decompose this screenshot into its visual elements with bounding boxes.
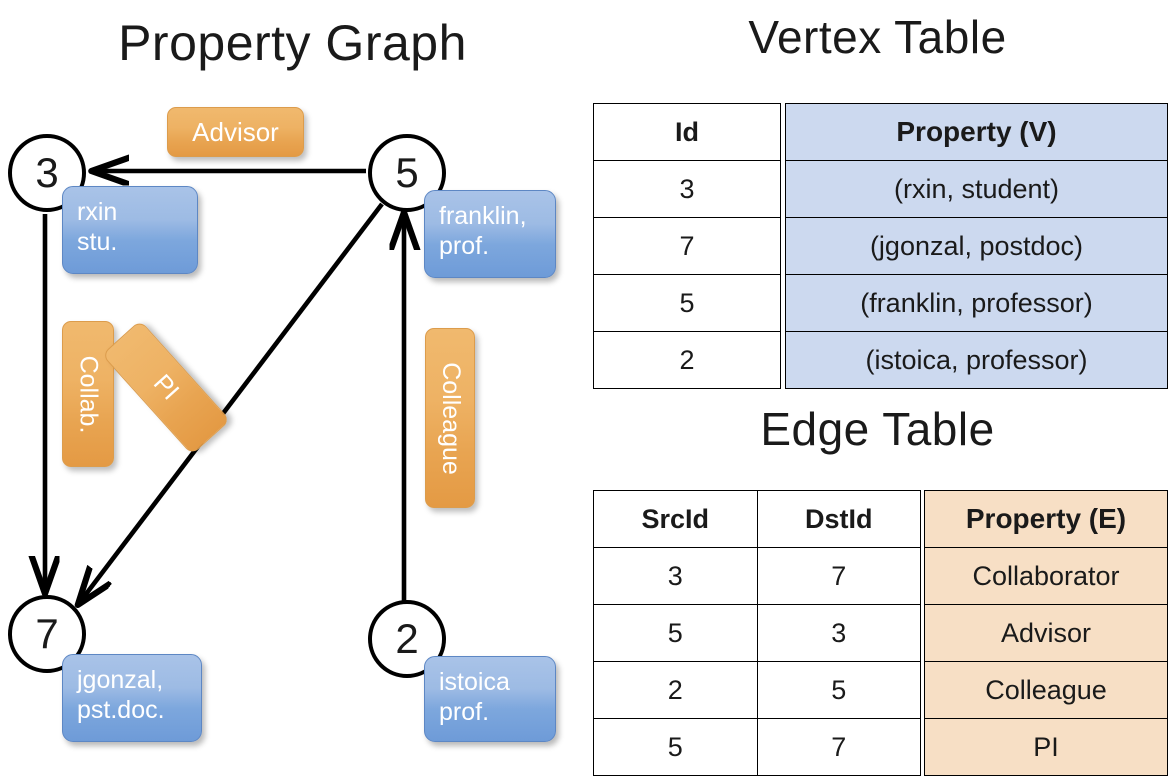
graph-node-5-label: 5 (395, 149, 419, 196)
edge-label-pi-text: PI (148, 369, 185, 406)
edge-cell-property: Colleague (924, 661, 1168, 719)
table-header-row: Id (593, 103, 781, 161)
table-row: (istoica, professor) (785, 331, 1168, 389)
table-row: (rxin, student) (785, 160, 1168, 218)
node-property-3-line2: stu. (77, 227, 118, 256)
table-row: 5 3 (593, 604, 921, 662)
node-property-box-3: rxin stu. (62, 186, 198, 274)
table-header-row: Property (E) (924, 490, 1168, 548)
vertex-cell-id: 3 (593, 160, 781, 218)
edge-table-header-dstid: DstId (756, 490, 921, 548)
node-property-5-line2: prof. (439, 231, 490, 260)
edge-cell-dstid: 3 (756, 604, 921, 662)
edge-cell-property: Collaborator (924, 547, 1168, 605)
table-row: 3 7 (593, 547, 921, 605)
edge-label-box-collab: Collab. (62, 321, 114, 467)
edge-label-collab-text: Collab. (74, 355, 103, 433)
edge-cell-srcid: 3 (593, 547, 758, 605)
property-graph-diagram: 3 5 7 2 rxin stu. franklin, prof. jgonza… (0, 0, 585, 760)
graph-node-3-label: 3 (35, 149, 59, 196)
edge-table-header-srcid: SrcId (593, 490, 758, 548)
edge-table-header-property: Property (E) (924, 490, 1168, 548)
table-row: (jgonzal, postdoc) (785, 217, 1168, 275)
table-row: 2 (593, 331, 781, 389)
vertex-cell-id: 5 (593, 274, 781, 332)
edge-label-box-colleague: Colleague (425, 328, 475, 508)
edge-label-advisor-text: Advisor (192, 116, 279, 147)
edge-cell-srcid: 5 (593, 718, 758, 776)
section-title-vertex-table: Vertex Table (748, 11, 1007, 63)
table-row: 5 (593, 274, 781, 332)
node-property-box-2: istoica prof. (424, 656, 556, 742)
vertex-cell-property: (rxin, student) (785, 160, 1168, 218)
edge-cell-dstid: 7 (756, 547, 921, 605)
vertex-cell-id: 2 (593, 331, 781, 389)
edge-cell-srcid: 2 (593, 661, 758, 719)
node-property-7-line1: jgonzal, (77, 666, 164, 694)
edge-label-box-advisor: Advisor (167, 107, 304, 157)
table-header-row: SrcId DstId (593, 490, 921, 548)
edge-cell-property: Advisor (924, 604, 1168, 662)
edge-arrow-5-to-7 (80, 202, 384, 602)
page-title-property-graph: Property Graph (118, 15, 467, 71)
graph-node-2[interactable]: 2 (368, 600, 446, 678)
edge-cell-dstid: 5 (756, 661, 921, 719)
edge-cell-property: PI (924, 718, 1168, 776)
node-property-box-5: franklin, prof. (424, 190, 556, 278)
node-property-2-line1: istoica (439, 668, 510, 696)
table-header-row: Property (V) (785, 103, 1168, 161)
table-row: PI (924, 718, 1168, 776)
vertex-table-header-id: Id (593, 103, 781, 161)
graph-node-2-label: 2 (395, 615, 419, 662)
edge-cell-srcid: 5 (593, 604, 758, 662)
edge-cell-dstid: 7 (756, 718, 921, 776)
graph-node-7-label: 7 (35, 610, 59, 657)
section-title-edge-table: Edge Table (760, 403, 995, 455)
vertex-table-property-column: Property (V) (rxin, student) (jgonzal, p… (785, 103, 1168, 389)
table-row: 2 5 (593, 661, 921, 719)
edge-label-colleague-text: Colleague (436, 361, 465, 475)
vertex-cell-property: (jgonzal, postdoc) (785, 217, 1168, 275)
table-row: (franklin, professor) (785, 274, 1168, 332)
edge-table-property-column: Property (E) Collaborator Advisor Collea… (924, 490, 1168, 776)
table-row: 3 (593, 160, 781, 218)
table-row: 5 7 (593, 718, 921, 776)
table-row: Colleague (924, 661, 1168, 719)
node-property-5-line1: franklin, (439, 202, 527, 230)
vertex-table-header-property: Property (V) (785, 103, 1168, 161)
vertex-cell-property: (franklin, professor) (785, 274, 1168, 332)
graph-node-5[interactable]: 5 (368, 134, 446, 212)
table-row: Advisor (924, 604, 1168, 662)
graph-edge-arrows (0, 0, 585, 760)
edge-table-id-columns: SrcId DstId 3 7 5 3 2 5 5 7 (593, 490, 921, 776)
node-property-7-line2: pst.doc. (77, 695, 165, 724)
node-property-3-line1: rxin (77, 198, 118, 226)
table-row: 7 (593, 217, 781, 275)
vertex-cell-id: 7 (593, 217, 781, 275)
vertex-cell-property: (istoica, professor) (785, 331, 1168, 389)
vertex-table-id-column: Id 3 7 5 2 (593, 103, 781, 389)
node-property-2-line2: prof. (439, 697, 490, 726)
node-property-box-7: jgonzal, pst.doc. (62, 654, 202, 742)
table-row: Collaborator (924, 547, 1168, 605)
